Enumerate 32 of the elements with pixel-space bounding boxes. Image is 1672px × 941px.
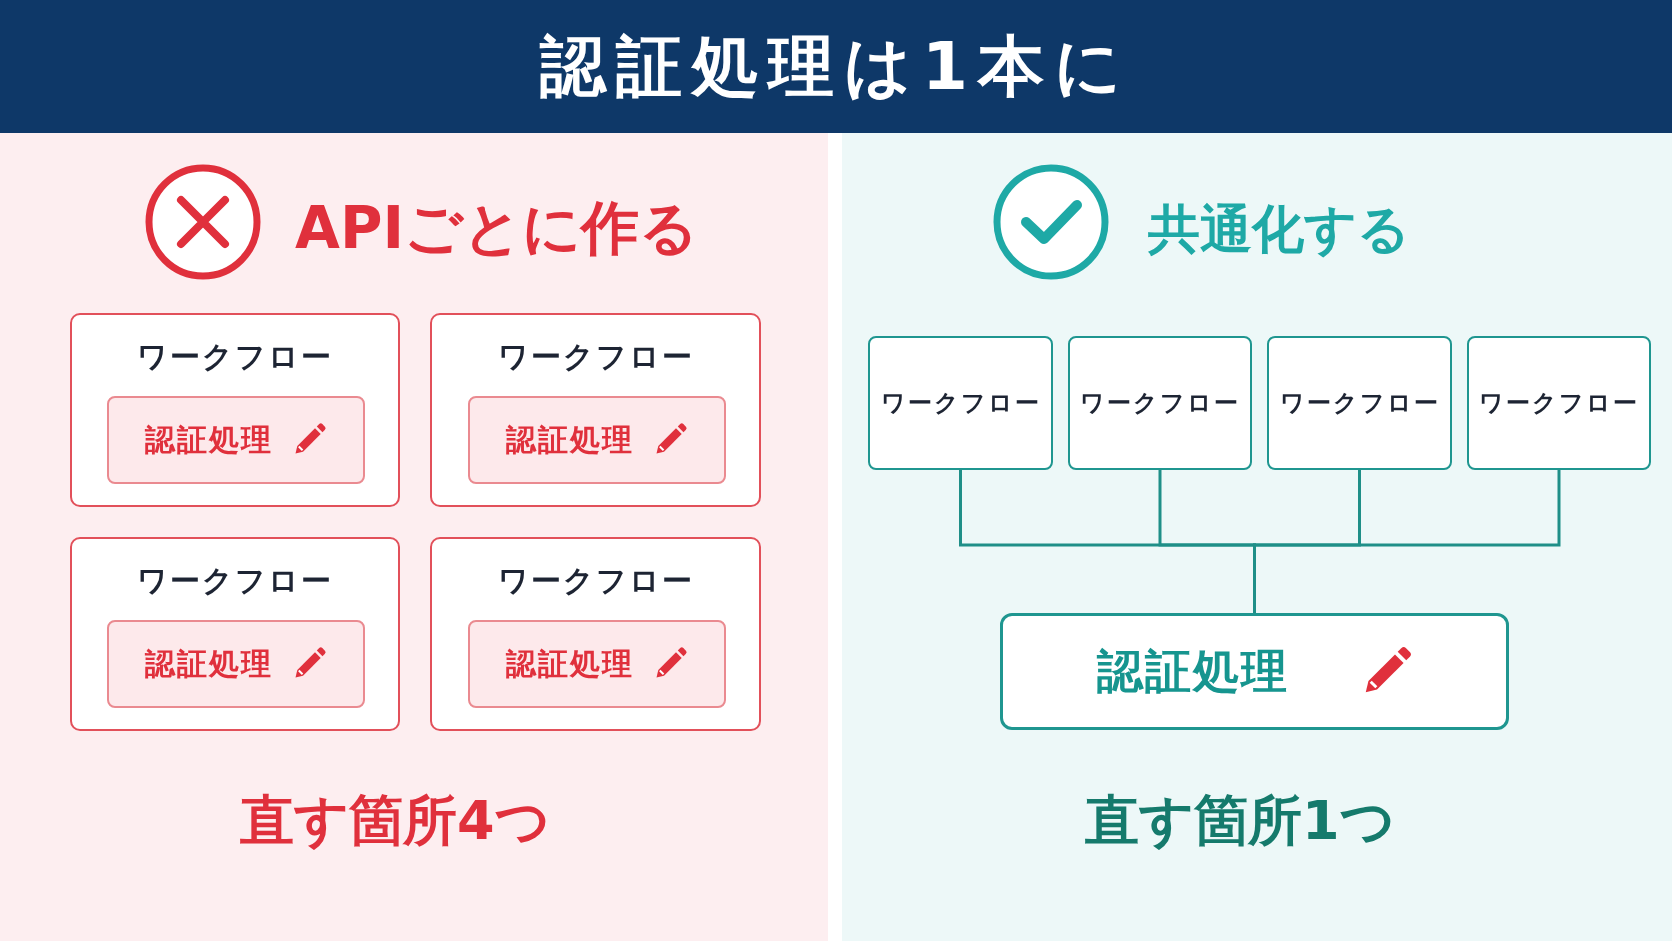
box-label: 認証処理 (506, 420, 634, 459)
box-label: 認証処理 (145, 644, 273, 683)
box-label: 認証処理 (145, 420, 273, 459)
box-label: ワークフロー (1279, 388, 1440, 419)
workflow-box (430, 537, 761, 731)
auth-process-box (107, 396, 365, 484)
workflow-box (430, 313, 761, 507)
workflow-box (1068, 336, 1252, 470)
workflow-box (1467, 336, 1651, 470)
auth-process-box (468, 620, 726, 708)
box-label: ワークフロー (497, 562, 694, 600)
box-label: ワークフロー (1080, 388, 1240, 419)
box-label: ワークフロー (497, 338, 694, 376)
box-label: ワークフロー (880, 388, 1041, 419)
section-heading: APIごとに作る (295, 193, 698, 264)
summary-text: 直す箇所1つ (1085, 788, 1395, 854)
auth-process-box (1000, 613, 1509, 730)
workflow-box (70, 537, 400, 731)
workflow-box (1267, 336, 1452, 470)
auth-process-box (107, 620, 365, 708)
section-heading: 共通化する (1148, 198, 1410, 261)
box-label: 認証処理 (506, 644, 634, 683)
title: 認証処理は1本に (540, 26, 1132, 107)
connector-line (1253, 470, 1561, 613)
workflow-box (868, 336, 1053, 470)
box-label: ワークフロー (137, 562, 333, 600)
box-label: ワークフロー (1479, 388, 1639, 419)
box-label: ワークフロー (137, 338, 333, 376)
box-label: 認証処理 (1096, 642, 1289, 700)
workflow-box (70, 313, 400, 507)
auth-process-box (468, 396, 726, 484)
summary-text: 直す箇所4つ (240, 788, 550, 854)
